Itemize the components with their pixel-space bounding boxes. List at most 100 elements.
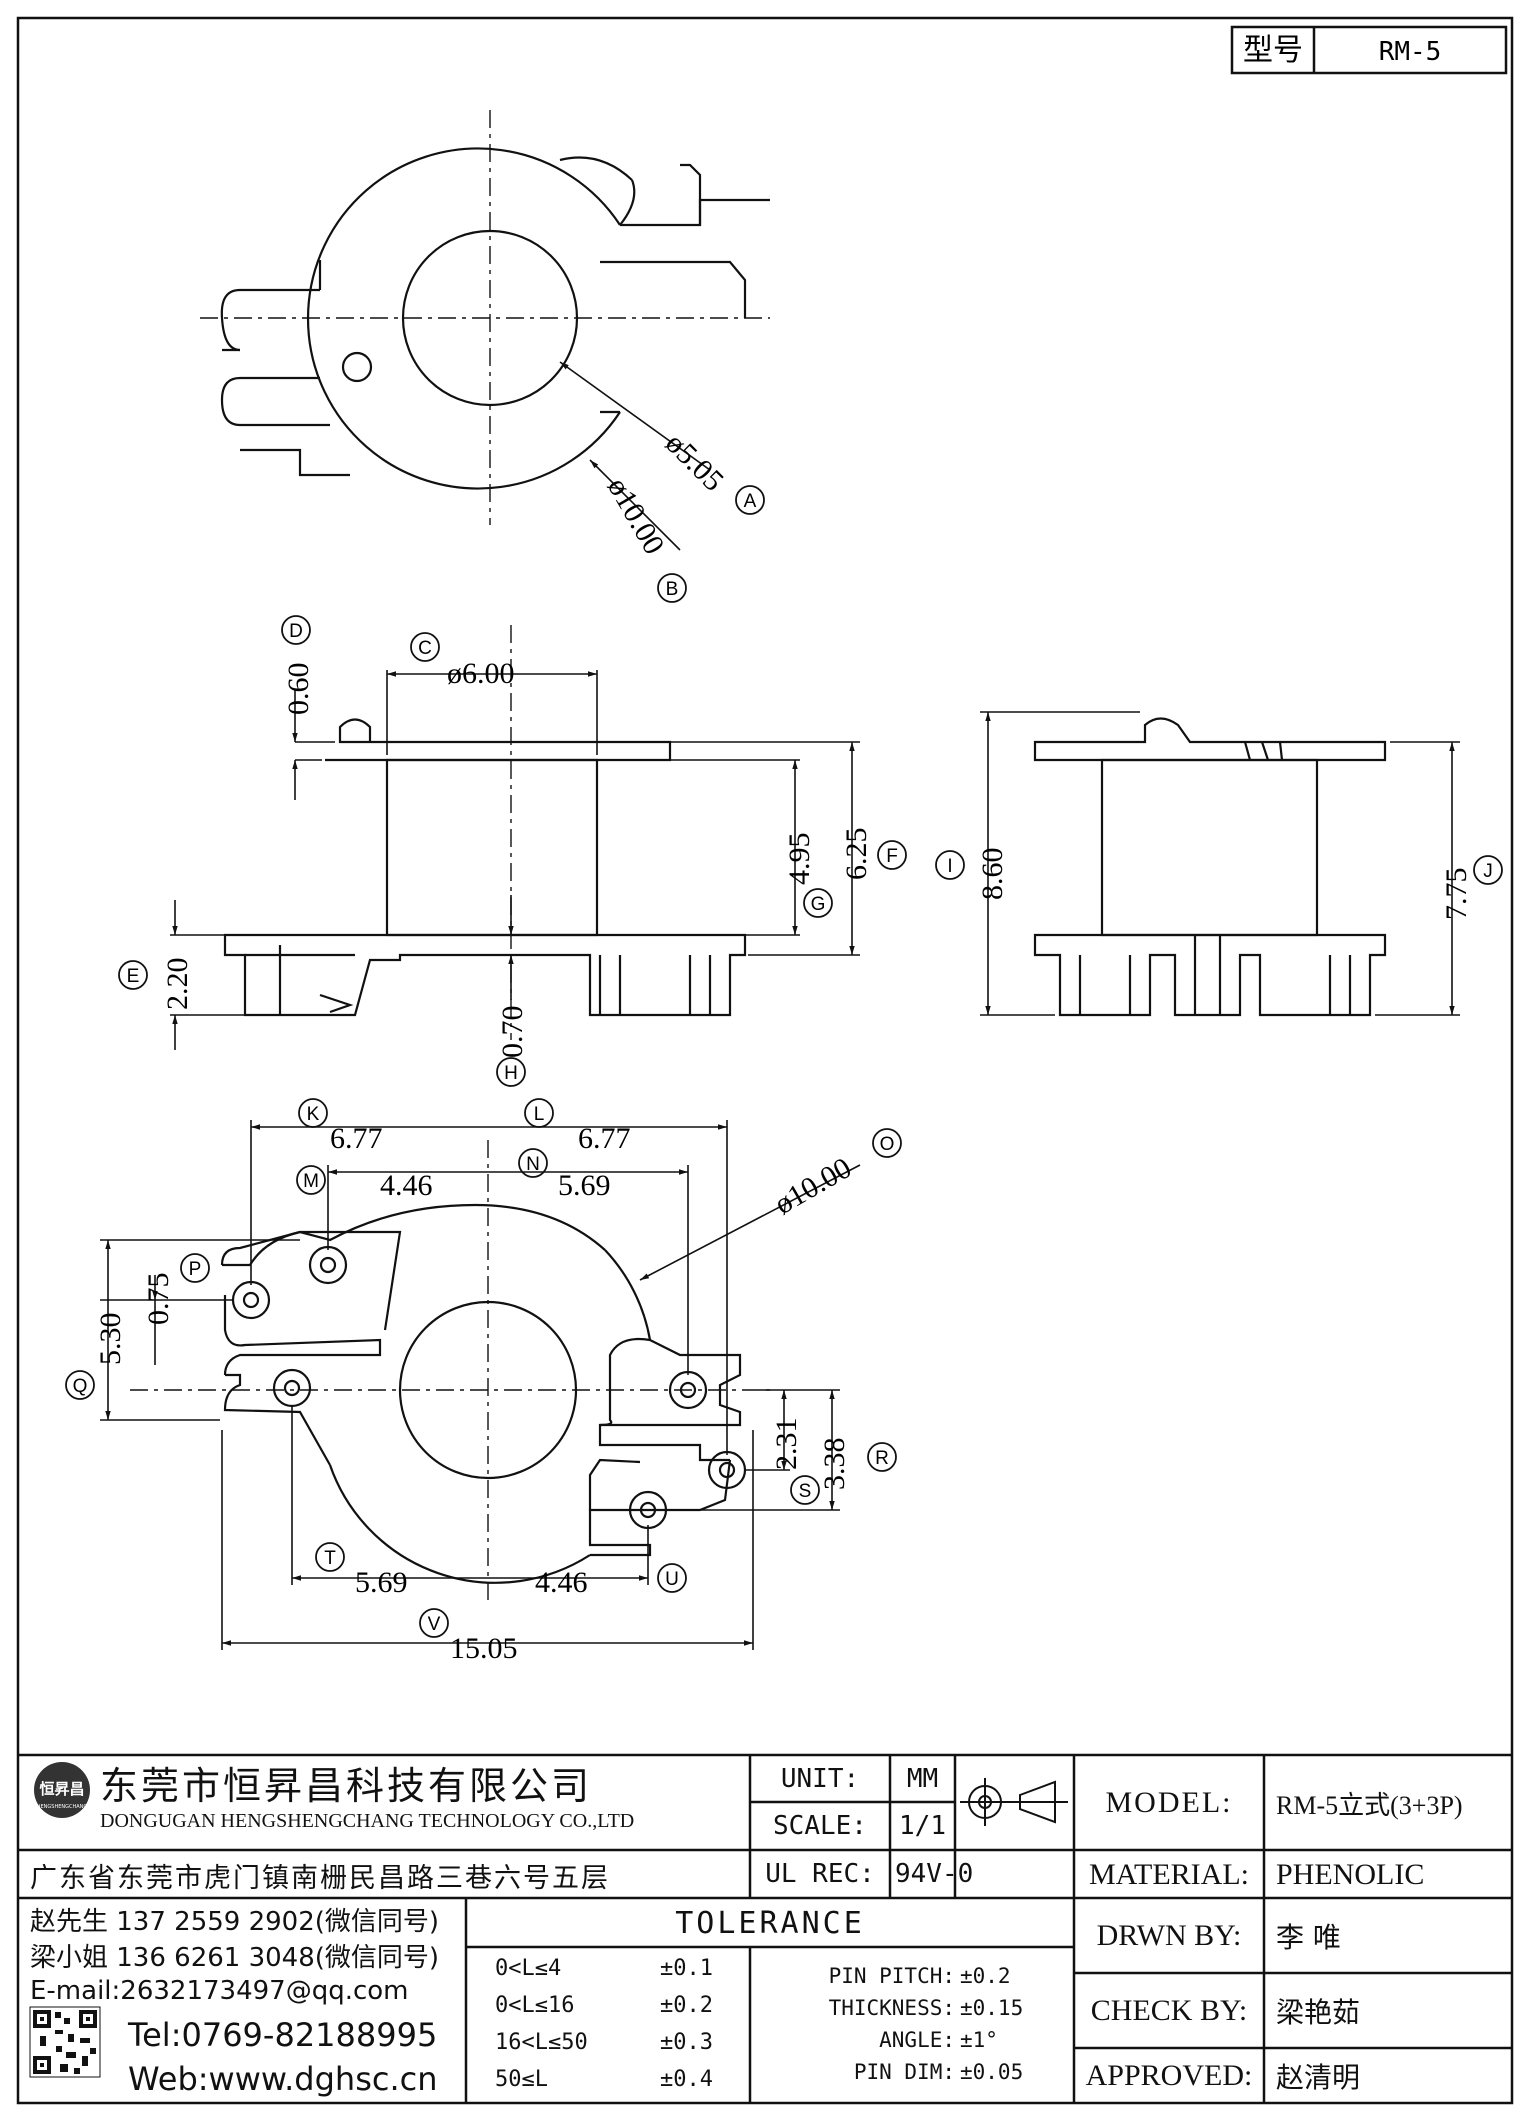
dim-C-id: C (418, 638, 432, 659)
model-value: RM-5立式(3+3P) (1276, 1790, 1463, 1820)
tol-misc-label-1: PIN PITCH: (828, 1964, 955, 1988)
dim-J-text: 7.75 (1440, 868, 1473, 921)
drawing-frame (16, 16, 1514, 2105)
dim-C-balloon: C (410, 632, 440, 662)
dim-F-balloon: F (877, 840, 907, 870)
dim-E-text: 2.20 (161, 958, 194, 1011)
front-view (223, 625, 747, 1040)
dim-N-balloon: N (518, 1148, 548, 1178)
dim-N-id: N (526, 1154, 540, 1175)
dim-L-balloon: L (524, 1098, 554, 1128)
dim-G-balloon: G (803, 888, 833, 918)
dim-E-id: E (127, 966, 140, 987)
company-name-en: DONGUGAN HENGSHENGCHANG TECHNOLOGY CO.,L… (100, 1809, 635, 1832)
dim-S-id: S (799, 1481, 812, 1502)
dim-G-text: 4.95 (783, 833, 816, 886)
dim-B-balloon: B (657, 573, 687, 603)
model-label: MODEL: (1105, 1786, 1233, 1819)
dim-J-id: J (1483, 861, 1493, 882)
tolerance-title: TOLERANCE (675, 1905, 865, 1941)
dim-H-text: 0.70 (496, 1006, 529, 1059)
dim-I-balloon: I (935, 850, 965, 880)
dim-S-balloon: S (790, 1475, 820, 1505)
dim-H-balloon: H (496, 1057, 526, 1087)
dim-P-balloon: P (180, 1253, 210, 1283)
bottom-view-dims (100, 1120, 861, 1650)
dim-I-id: I (947, 856, 952, 877)
dim-L-id: L (534, 1104, 545, 1125)
dim-O-id: O (880, 1134, 895, 1155)
dim-O-balloon: O (872, 1128, 902, 1158)
dim-V-text: 15.05 (450, 1632, 518, 1665)
dim-F-text: 6.25 (840, 828, 873, 881)
tol-range-2: 0<L≤16 (495, 1992, 575, 2018)
dim-I-text: 8.60 (976, 848, 1009, 901)
scale-value: 1/1 (899, 1811, 946, 1841)
drawn-value: 李 唯 (1276, 1921, 1341, 1954)
dim-Q-id: Q (73, 1376, 88, 1397)
dim-A-balloon: A (735, 485, 765, 515)
logo-text: 恒昇昌 (39, 1780, 84, 1798)
projection-symbol (960, 1778, 1068, 1826)
contact-2: 梁小姐 136 6261 3048(微信同号) (30, 1942, 440, 1973)
dim-G-id: G (811, 894, 826, 915)
logo-sub: HENGSHENGCHANG (37, 1804, 88, 1810)
dim-K-text: 6.77 (330, 1122, 383, 1155)
tol-misc-value-2: ±0.15 (960, 1996, 1024, 2020)
dim-S-text: 2.31 (770, 1418, 803, 1471)
unit-label: UNIT: (780, 1764, 860, 1794)
ulrec-label: UL REC: (765, 1859, 875, 1889)
dim-B-text: ø10.00 (601, 472, 671, 560)
dim-D-text: 0.60 (282, 663, 315, 716)
tol-range-1: 0<L≤4 (495, 1955, 562, 1981)
title-block-grid (18, 1753, 1512, 2103)
dim-O-text: ø10.00 (769, 1151, 857, 1221)
drawn-label: DRWN BY: (1096, 1919, 1242, 1952)
tol-range-3: 16<L≤50 (495, 2029, 588, 2055)
dim-T-id: T (324, 1548, 336, 1569)
dim-Q-balloon: Q (65, 1370, 95, 1400)
dim-P-text: 0.75 (142, 1273, 175, 1326)
dim-V-id: V (428, 1614, 441, 1635)
contact-1: 赵先生 137 2559 2902(微信同号) (30, 1906, 440, 1937)
dim-D-id: D (289, 621, 303, 642)
model-box: 型号 RM-5 (1230, 25, 1508, 75)
ulrec-value: 94V-0 (895, 1859, 974, 1889)
dim-F-id: F (886, 846, 898, 867)
dim-M-id: M (303, 1171, 319, 1192)
dim-K-id: K (307, 1104, 320, 1125)
contact-web: Web:www.dghsc.cn (128, 2060, 438, 2098)
bottom-view (130, 1140, 775, 1605)
contact-tel: Tel:0769-82188995 (128, 2016, 438, 2054)
material-label: MATERIAL: (1089, 1857, 1249, 1891)
dim-J-balloon: J (1473, 855, 1503, 885)
unit-value: MM (906, 1764, 939, 1794)
dim-U-id: U (665, 1569, 679, 1590)
dim-M-text: 4.46 (380, 1169, 433, 1202)
tol-misc-label-4: PIN DIM: (853, 2060, 955, 2084)
model-box-label: 型号 (1243, 33, 1303, 68)
side-view (1033, 717, 1387, 1017)
dim-M-balloon: M (296, 1165, 326, 1195)
tol-value-1: ±0.1 (660, 1955, 713, 1981)
dim-B-id: B (666, 579, 679, 600)
dim-P-id: P (189, 1259, 202, 1280)
dim-Q-text: 5.30 (94, 1313, 127, 1366)
company-name-cn: 东莞市恒昇昌科技有限公司 (100, 1763, 593, 1808)
dim-D-balloon: D (281, 615, 311, 645)
qr-code (29, 2006, 101, 2078)
approved-value: 赵清明 (1276, 2061, 1361, 2094)
dim-A-id: A (744, 491, 757, 512)
tol-misc-value-1: ±0.2 (960, 1964, 1011, 1988)
tol-misc-value-4: ±0.05 (960, 2060, 1024, 2084)
contact-email: E-mail:2632173497@qq.com (30, 1976, 409, 2006)
tol-value-4: ±0.4 (660, 2066, 713, 2092)
dim-C-text: ø6.00 (447, 657, 515, 690)
dim-H-id: H (504, 1063, 518, 1084)
tol-value-2: ±0.2 (660, 1992, 713, 2018)
dim-E-balloon: E (118, 960, 148, 990)
top-view (200, 110, 770, 525)
dim-U-text: 4.46 (535, 1566, 588, 1599)
dim-R-id: R (875, 1448, 889, 1469)
